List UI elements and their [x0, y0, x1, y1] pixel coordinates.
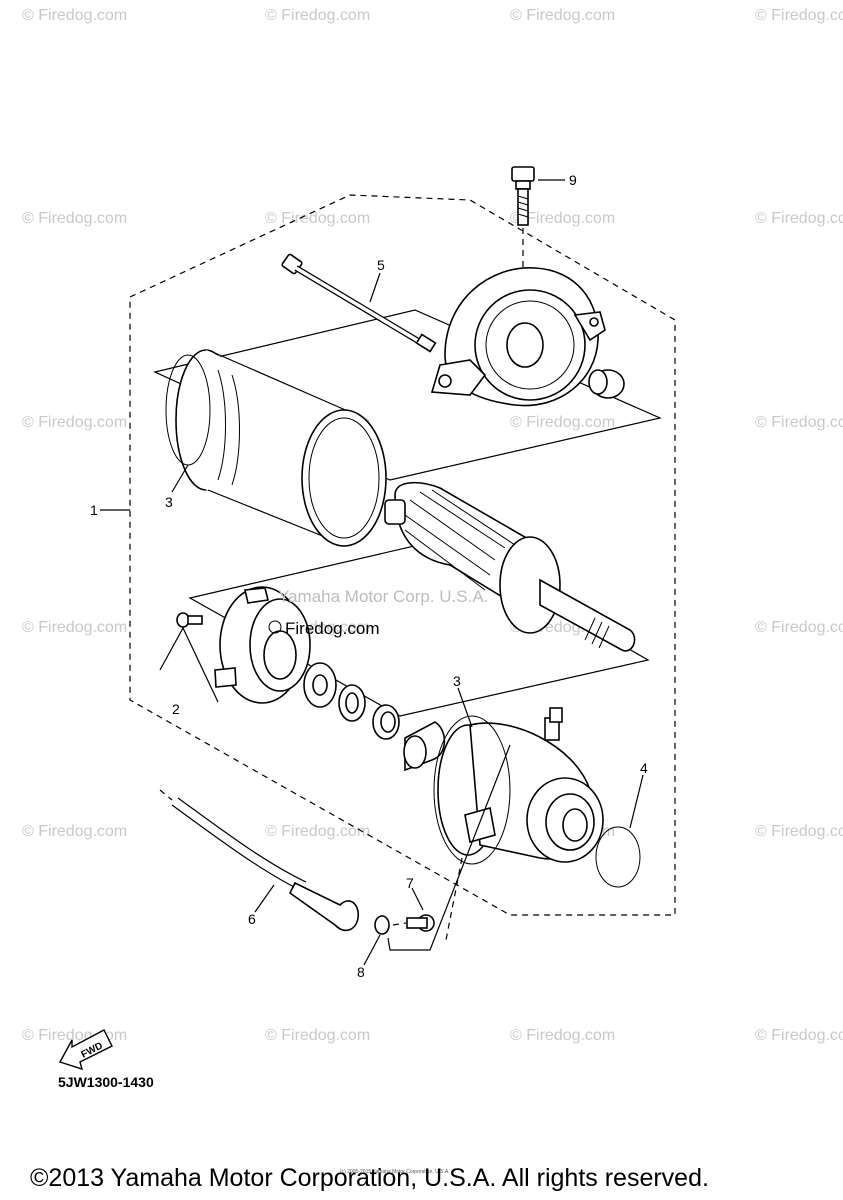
globe-icon — [268, 620, 282, 634]
watermark: © Firedog.com — [22, 823, 127, 840]
small-copyright: (c) 2005-2015 Yamaha Motor Corporation, … — [340, 1169, 450, 1175]
watermark: © Firedog.com — [22, 619, 127, 636]
watermark: © Firedog.com — [265, 823, 370, 840]
part-label-3-lower: 3 — [453, 673, 461, 689]
center-site-label: Firedog.com — [285, 619, 379, 638]
part-label-2: 2 — [172, 701, 180, 717]
part-label-6: 6 — [248, 911, 256, 927]
center-watermark: Yamaha Motor Corp. U.S.A. — [278, 587, 488, 606]
part-label-5: 5 — [377, 257, 385, 273]
brush-plate — [214, 586, 311, 704]
part-label-7: 7 — [406, 875, 414, 891]
watermark: © Firedog.com — [755, 414, 843, 431]
bolt-part-9 — [511, 166, 535, 300]
watermark: © Firedog.com — [265, 1027, 370, 1044]
bushing — [588, 369, 625, 399]
diagram-code: 5JW1300-1430 — [58, 1074, 154, 1090]
watermark: © Firedog.com — [755, 7, 843, 24]
lead-wire-part-6 — [159, 789, 360, 932]
armature — [384, 481, 636, 652]
watermark: © Firedog.com — [22, 1027, 127, 1044]
copyright-notice: ©2013 Yamaha Motor Corporation, U.S.A. A… — [30, 1164, 709, 1192]
watermark: © Firedog.com — [755, 823, 843, 840]
o-ring-lower — [433, 715, 511, 865]
watermark: © Firedog.com — [510, 1027, 615, 1044]
watermark: © Firedog.com — [510, 414, 615, 431]
watermark: © Firedog.com — [265, 7, 370, 24]
part-label-9: 9 — [569, 172, 577, 188]
part-labels: 9 5 1 3 2 3 4 6 7 8 — [90, 172, 648, 980]
front-cover — [430, 267, 606, 407]
yoke-body — [175, 349, 387, 547]
part-label-4: 4 — [640, 760, 648, 776]
watermark: © Firedog.com — [22, 210, 127, 227]
watermark: © Firedog.com — [510, 210, 615, 227]
washer-set — [303, 662, 446, 772]
part-label-3-upper: 3 — [165, 494, 173, 510]
watermark: © Firedog.com — [22, 7, 127, 24]
part-label-1: 1 — [90, 502, 98, 518]
watermark: © Firedog.com — [755, 619, 843, 636]
watermark: © Firedog.com — [755, 210, 843, 227]
o-ring-part-4 — [595, 826, 641, 888]
nut-bolt-parts-7-8 — [374, 914, 435, 935]
watermark: © Firedog.com — [265, 210, 370, 227]
leader-lines — [100, 179, 644, 966]
part-label-8: 8 — [357, 964, 365, 980]
watermark: © Firedog.com — [755, 1027, 843, 1044]
through-bolt-part-5 — [281, 253, 437, 353]
screw-part-2 — [176, 612, 203, 628]
watermark: © Firedog.com — [22, 414, 127, 431]
watermark: © Firedog.com — [510, 7, 615, 24]
rear-cover — [437, 707, 604, 863]
